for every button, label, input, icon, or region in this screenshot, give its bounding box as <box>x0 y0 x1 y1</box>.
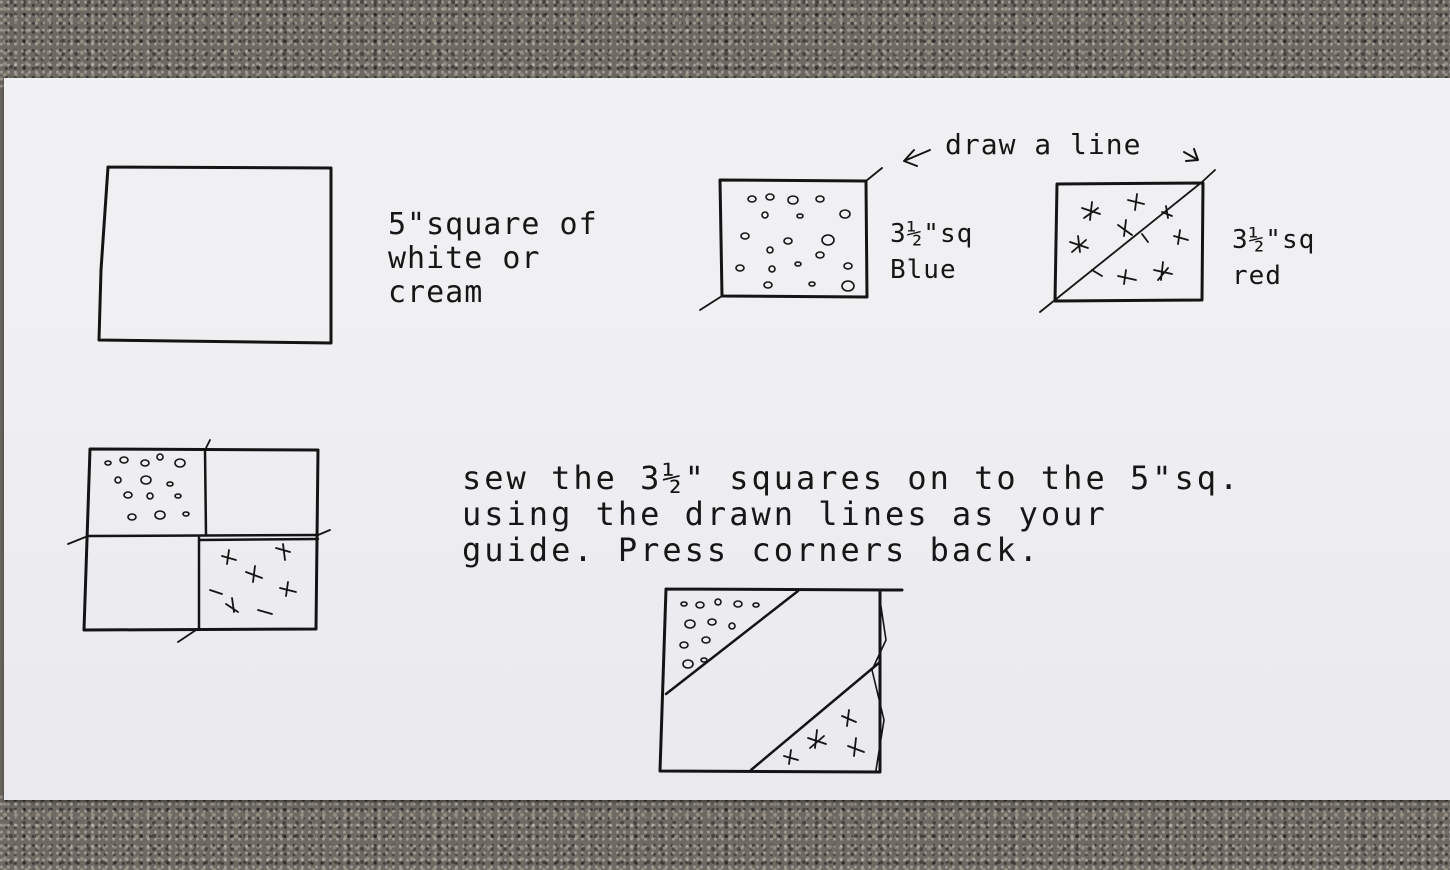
note-line: 5"square of <box>388 208 598 242</box>
red-square-sketch <box>1040 170 1215 312</box>
note-line: Blue <box>890 252 973 288</box>
white-square-sketch <box>99 167 331 343</box>
red-square-note: 3½"sq red <box>1232 222 1315 294</box>
blue-square-sketch <box>700 168 882 310</box>
layout-dot-pattern <box>105 454 189 520</box>
white-square-note: 5"square of white or cream <box>388 208 598 310</box>
note-line: white or <box>388 242 598 276</box>
note-line: 3½"sq <box>1232 222 1315 258</box>
blue-square-note: 3½"sq Blue <box>890 216 973 288</box>
instruction-line: using the drawn lines as your <box>462 496 1241 532</box>
note-line: red <box>1232 258 1315 294</box>
pressed-dot-pattern <box>680 599 759 668</box>
instruction-line: sew the 3½" squares on to the 5"sq. <box>462 460 1241 496</box>
sewing-instructions: sew the 3½" squares on to the 5"sq. usin… <box>462 460 1241 568</box>
pressed-star-pattern <box>784 710 864 764</box>
blue-dot-pattern <box>736 194 854 291</box>
draw-line-note: draw a line <box>945 128 1141 161</box>
pressed-block-sketch <box>660 589 902 772</box>
note-line: cream <box>388 276 598 310</box>
layout-star-pattern <box>210 544 296 614</box>
note-line: 3½"sq <box>890 216 973 252</box>
instruction-line: guide. Press corners back. <box>462 532 1241 568</box>
sewing-layout-sketch <box>68 440 330 642</box>
